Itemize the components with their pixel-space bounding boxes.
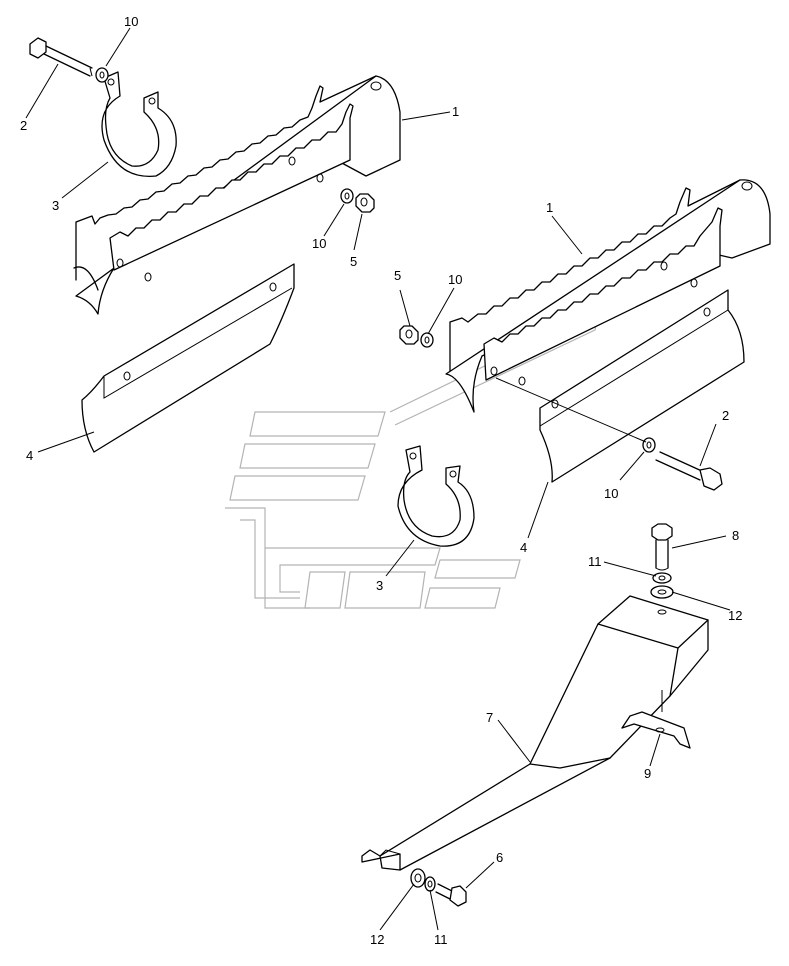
callout-7: 7 bbox=[486, 710, 493, 725]
callout-10: 10 bbox=[312, 236, 326, 251]
support-bracket bbox=[361, 595, 709, 871]
callout-2: 2 bbox=[722, 408, 729, 423]
bolt-right bbox=[642, 437, 723, 491]
callout-12: 12 bbox=[370, 932, 384, 947]
clamp-upper-left bbox=[101, 71, 177, 177]
nut-washer-middle bbox=[399, 325, 434, 348]
callout-6: 6 bbox=[496, 850, 503, 865]
bolt-vertical bbox=[650, 523, 674, 599]
callout-9: 9 bbox=[644, 766, 651, 781]
cover-plate-left bbox=[81, 263, 295, 453]
callout-11: 11 bbox=[588, 554, 602, 569]
channel-right bbox=[445, 179, 771, 413]
clamp-right bbox=[397, 445, 475, 547]
callout-4: 4 bbox=[520, 540, 527, 555]
clip bbox=[621, 711, 691, 749]
callout-8: 8 bbox=[732, 528, 739, 543]
callout-labels: 2 10 3 1 10 5 4 1 5 10 2 10 4 3 8 11 12 … bbox=[20, 14, 742, 947]
callout-1: 1 bbox=[452, 104, 459, 119]
callout-5: 5 bbox=[394, 268, 401, 283]
callout-10: 10 bbox=[604, 486, 618, 501]
callout-5: 5 bbox=[350, 254, 357, 269]
callout-3: 3 bbox=[376, 578, 383, 593]
callout-2: 2 bbox=[20, 118, 27, 133]
callout-11: 11 bbox=[434, 932, 448, 947]
callout-3: 3 bbox=[52, 198, 59, 213]
bolt-upper-left bbox=[29, 37, 109, 83]
bolt-bottom bbox=[410, 868, 467, 907]
callout-12: 12 bbox=[728, 608, 742, 623]
callout-4: 4 bbox=[26, 448, 33, 463]
leader-lines bbox=[25, 27, 731, 931]
callout-10: 10 bbox=[448, 272, 462, 287]
callout-1: 1 bbox=[546, 200, 553, 215]
washer-nut-upper bbox=[340, 188, 375, 213]
channel-upper-left bbox=[73, 75, 401, 315]
callout-10: 10 bbox=[124, 14, 138, 29]
